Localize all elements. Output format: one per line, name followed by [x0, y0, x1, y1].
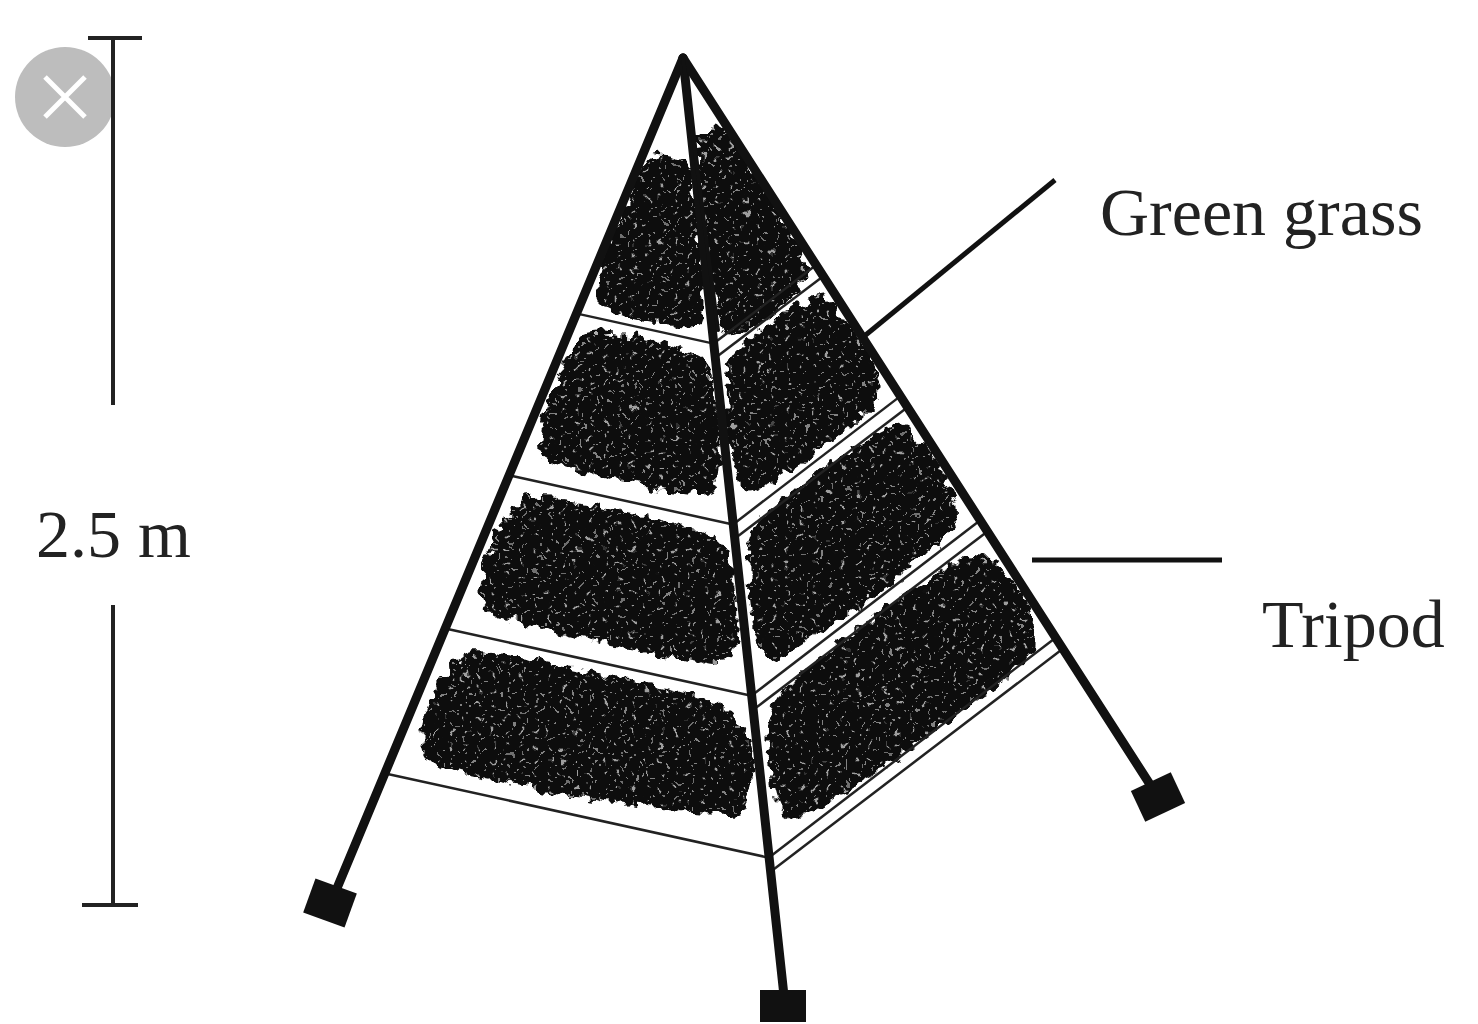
rail — [770, 649, 1063, 872]
grass-texture — [596, 155, 704, 327]
grass-bundle — [481, 497, 738, 663]
rail — [446, 629, 751, 696]
dimension-label: 2.5 m — [36, 500, 191, 568]
grass-texture — [422, 652, 754, 815]
grass-texture — [481, 497, 738, 663]
rail — [386, 774, 768, 858]
rail — [753, 531, 988, 710]
grass-texture — [539, 331, 721, 494]
rail — [769, 638, 1056, 858]
grass-bundle — [539, 331, 721, 494]
tripod-feet — [303, 772, 1185, 1022]
rail — [733, 396, 900, 524]
rail — [715, 276, 823, 358]
part-label: Green grass — [1100, 178, 1423, 246]
close-button — [15, 47, 115, 147]
part-label: Tripod — [1262, 590, 1445, 658]
tripod-rails — [386, 265, 1062, 872]
rail — [714, 265, 816, 344]
grass-texture — [768, 554, 1035, 819]
grass-bundle — [596, 155, 704, 327]
rail — [735, 407, 908, 539]
rail — [510, 475, 733, 524]
rail — [577, 314, 714, 344]
grass-bundle — [422, 652, 754, 815]
dimension-line — [82, 36, 142, 905]
tripod-legs — [330, 58, 1160, 1005]
rail — [751, 520, 980, 695]
